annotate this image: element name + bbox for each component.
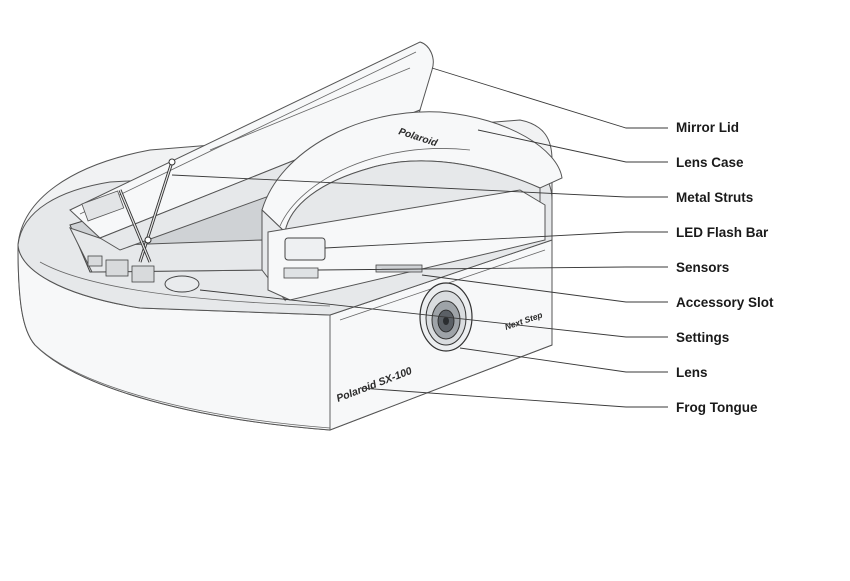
label-accessory-slot: Accessory Slot: [676, 295, 774, 310]
label-frog-tongue: Frog Tongue: [676, 400, 758, 415]
label-sensors: Sensors: [676, 260, 730, 275]
led-flash-bar: [284, 237, 326, 261]
label-mirror-lid: Mirror Lid: [676, 120, 739, 135]
label-lens: Lens: [676, 365, 708, 380]
leader-led-flash-bar: [324, 231, 668, 249]
front-panel: [267, 189, 546, 301]
leader-sensors: [317, 266, 668, 271]
leader-frog-tongue: [359, 387, 668, 408]
label-led-flash-bar: LED Flash Bar: [676, 225, 769, 240]
accessory-slot: [375, 264, 423, 273]
label-settings: Settings: [676, 330, 730, 345]
label-lens-case: Lens Case: [676, 155, 744, 170]
metal-struts: [81, 158, 176, 263]
leader-lines: [171, 67, 668, 408]
leader-settings: [199, 289, 668, 338]
label-metal-struts: Metal Struts: [676, 190, 754, 205]
leader-lens-case: [477, 129, 668, 163]
leader-metal-struts: [171, 174, 668, 198]
leader-accessory-slot: [421, 274, 668, 303]
leader-lens: [459, 347, 668, 373]
leader-mirror-lid: [431, 67, 668, 129]
sensor-window: [283, 267, 319, 279]
settings-controls: [87, 255, 200, 293]
